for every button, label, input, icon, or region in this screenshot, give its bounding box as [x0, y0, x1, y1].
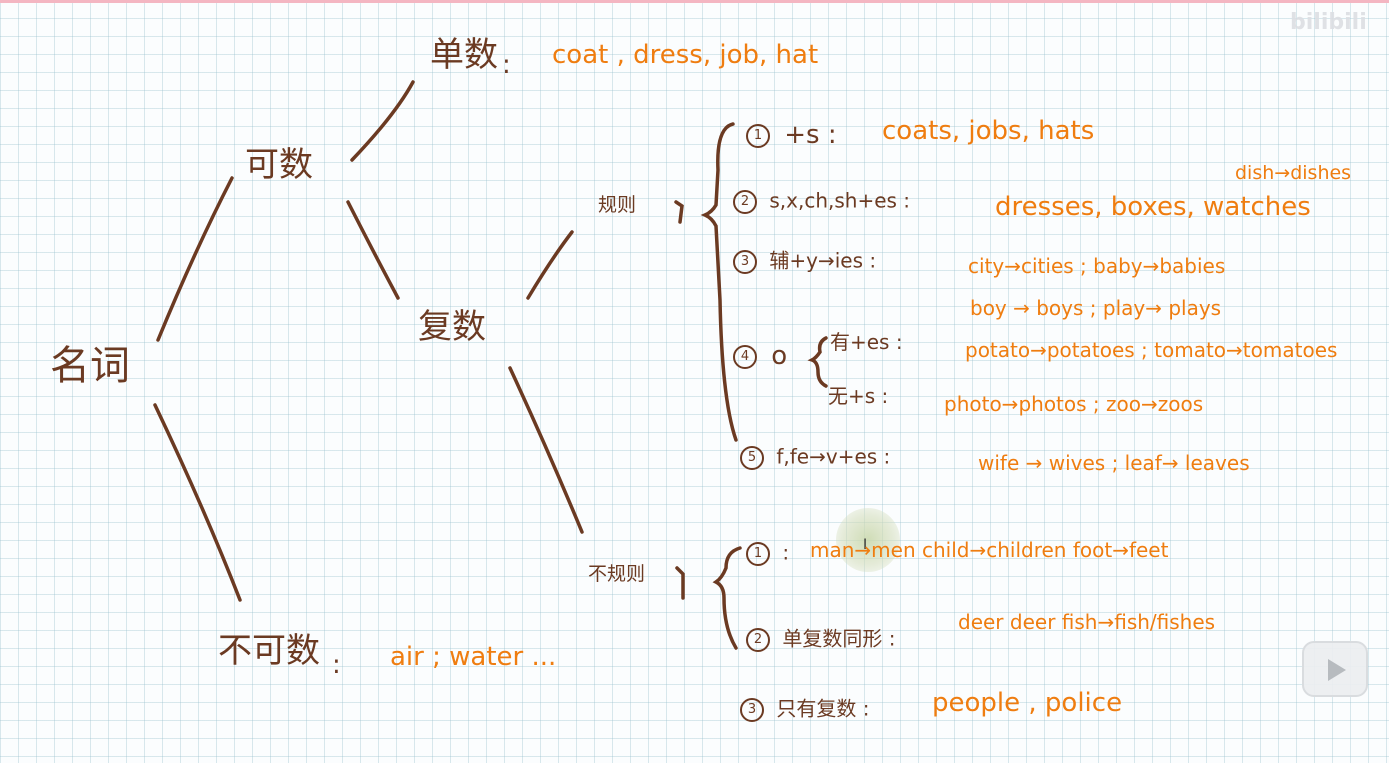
brace-o: [807, 336, 828, 388]
bracket-regular-label: [674, 200, 684, 224]
branch-countable-plural: [346, 200, 400, 300]
singular-colon: :: [502, 50, 511, 80]
rule-5-text: f,fe→v+es: [776, 444, 878, 469]
rule-5-colon: :: [883, 444, 891, 469]
irregular-3-colon: :: [862, 696, 870, 721]
rule-3-text: 辅+y→ies: [769, 248, 863, 273]
irregular-number-2: 2: [746, 628, 770, 652]
rule-4-sub-2: 无+s :: [828, 386, 888, 406]
irregular-2-examples: deer deer fish→fish/fishes: [958, 610, 1216, 634]
rule-number-2: 2: [733, 190, 757, 214]
cursor-highlight: [836, 508, 900, 572]
irregular-1-examples: man→men child→children foot→feet: [810, 538, 1169, 562]
branch-root-countable: [156, 176, 234, 342]
rule-4-sub-1-colon: :: [895, 330, 903, 354]
rule-2-extra: dish→dishes: [1235, 162, 1352, 184]
regular-label: 规则: [598, 194, 637, 216]
rule-4-sub-1-text: 有+es: [830, 330, 890, 354]
rule-5-examples: wife → wives ; leaf→ leaves: [978, 451, 1250, 475]
irregular-3-examples: people , police: [932, 688, 1123, 718]
rule-number-5: 5: [740, 446, 764, 470]
irregular-label: 不规则: [588, 563, 646, 585]
watermark-logo: bilibili: [1290, 10, 1367, 35]
irregular-2-label: 单复数同形: [782, 626, 883, 651]
play-icon: [1328, 659, 1346, 681]
rule-2-text: s,x,ch,sh+es: [769, 188, 897, 213]
uncountable-colon: :: [332, 650, 341, 680]
rule-2-colon: :: [903, 188, 911, 213]
rule-3-colon: :: [869, 248, 877, 273]
rule-1-colon: :: [827, 120, 837, 150]
branch-plural-regular: [526, 230, 574, 300]
irregular-number-1: 1: [746, 542, 770, 566]
countable-label: 可数: [245, 145, 313, 185]
irregular-rule-1: 1 :: [746, 542, 789, 566]
rule-number-3: 3: [733, 250, 757, 274]
regular-rule-3: 3 辅+y→ies :: [733, 250, 876, 274]
regular-rule-1: 1 +s :: [746, 122, 837, 148]
bracket-irregular-label: [675, 566, 685, 600]
singular-label: 单数: [430, 35, 498, 75]
regular-rule-5: 5 f,fe→v+es :: [740, 446, 890, 470]
branch-countable-singular: [350, 80, 415, 162]
rule-number-1: 1: [746, 123, 770, 148]
brace-irregular: [712, 546, 742, 650]
singular-examples: coat , dress, job, hat: [552, 40, 819, 70]
brace-regular: [700, 122, 738, 442]
rule-number-4: 4: [733, 344, 757, 369]
rule-3-examples: city→cities ; baby→babies: [968, 254, 1226, 278]
rule-4-text: o: [771, 341, 788, 371]
rule-2-examples: dresses, boxes, watches: [995, 192, 1311, 222]
rule-4-examples-2: photo→photos ; zoo→zoos: [944, 392, 1204, 416]
uncountable-label: 不可数: [218, 631, 320, 671]
branch-plural-irregular: [508, 366, 584, 534]
rule-4-examples-1: potato→potatoes ; tomato→tomatoes: [965, 338, 1338, 362]
branch-root-uncountable: [153, 403, 242, 602]
irregular-1-colon: :: [782, 540, 790, 565]
rule-3-examples-2: boy → boys ; play→ plays: [970, 296, 1222, 320]
irregular-3-label: 只有复数: [776, 696, 857, 721]
irregular-2-colon: :: [888, 626, 896, 651]
top-accent-bar: [0, 0, 1389, 3]
irregular-rule-3: 3 只有复数 :: [740, 698, 869, 722]
rule-4-sub-2-text: 无+s: [828, 384, 876, 408]
plural-label: 复数: [418, 307, 486, 347]
regular-rule-4: 4 o: [733, 343, 787, 369]
text-cursor-icon: I: [863, 537, 868, 553]
irregular-number-3: 3: [740, 698, 764, 722]
rule-4-sub-2-colon: :: [881, 384, 889, 408]
root-label: 名词: [50, 343, 130, 389]
play-button[interactable]: [1302, 641, 1368, 697]
rule-4-sub-1: 有+es :: [830, 332, 903, 352]
irregular-rule-2: 2 单复数同形 :: [746, 628, 895, 652]
rule-1-text: +s: [784, 120, 820, 150]
regular-rule-2: 2 s,x,ch,sh+es :: [733, 190, 910, 214]
rule-1-examples: coats, jobs, hats: [882, 116, 1095, 146]
uncountable-examples: air ; water ...: [390, 642, 557, 672]
